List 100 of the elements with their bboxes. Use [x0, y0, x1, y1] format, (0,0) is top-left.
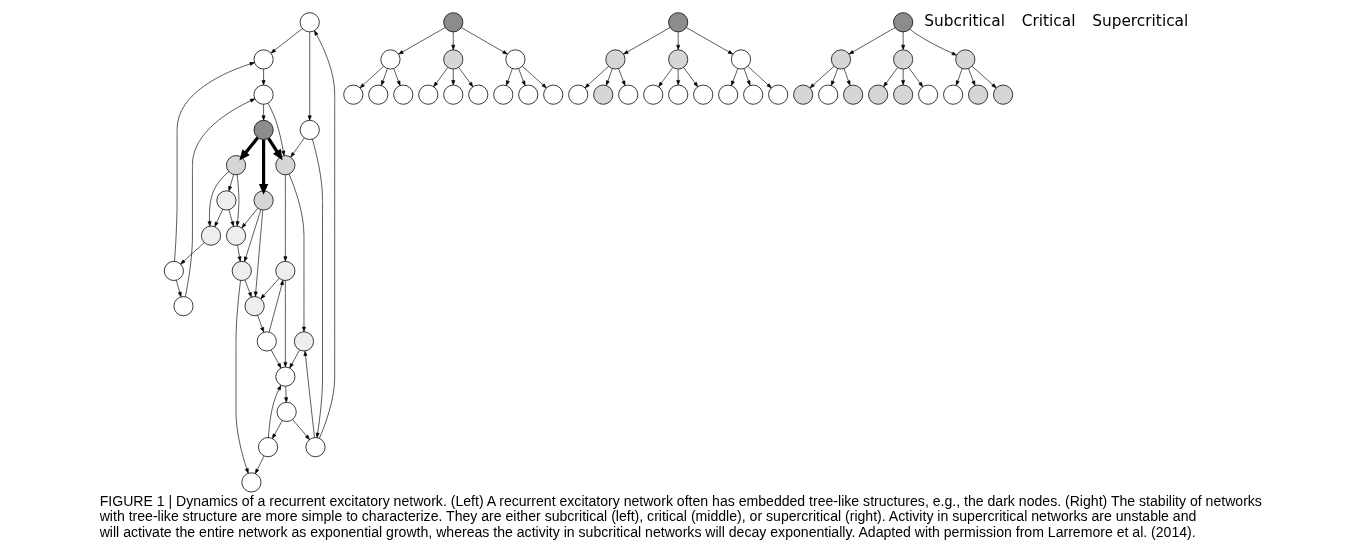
arrow: [235, 174, 240, 227]
node-circle: [231, 260, 252, 281]
arrow: [461, 27, 508, 55]
caption: FIGURE 1 | Dynamics of a recurrent excitatory network. (Left) A recurrent excitatory network often has embedded tree-like structures, e.g., the dark nodes. (Right) The stability of networks with tree-like structure are more simple to characterize. They are either subcritical (left), critical (middle), or supercritical (right). Activity in supercritical networks are unstable and will activate the entire network as exponential growth, whereas the activity in subcritical networks will decay exponentially. Adapted with permission from Larremore et al. (2014).: [99, 492, 1262, 540]
arrow: [268, 280, 284, 333]
arrow: [809, 66, 835, 89]
node-circle: [893, 12, 914, 33]
arrow: [747, 66, 772, 89]
arrow: [971, 66, 997, 89]
node-circle: [893, 84, 914, 105]
arrow: [393, 68, 401, 86]
arrow: [312, 138, 323, 438]
node-circle: [668, 49, 689, 70]
node-circle: [605, 49, 626, 70]
node-circle: [868, 84, 889, 105]
arrow: [214, 208, 223, 227]
arrow: [831, 68, 839, 86]
arrow: [244, 279, 252, 298]
node-circle: [393, 84, 414, 105]
arrow: [901, 31, 906, 50]
arrow: [228, 209, 235, 227]
arrow: [268, 385, 282, 438]
node-circle: [256, 331, 277, 352]
arrow: [284, 386, 289, 403]
arrow: [843, 68, 851, 86]
arrow: [261, 104, 266, 121]
arrow: [506, 68, 513, 86]
node-circle: [493, 84, 514, 105]
arrow: [451, 68, 456, 86]
arrow: [261, 68, 266, 86]
arrow: [606, 68, 613, 86]
arrow: [180, 242, 205, 265]
node-circle: [299, 12, 320, 33]
node-circle: [305, 437, 326, 458]
node-circle: [276, 401, 297, 422]
node-circle: [258, 437, 279, 458]
arrow: [241, 207, 259, 229]
arrow: [381, 68, 388, 86]
arrow: [260, 278, 280, 299]
arrow: [283, 174, 288, 262]
arrow: [618, 68, 626, 86]
arrow: [731, 68, 739, 86]
node-circle: [830, 49, 851, 70]
node-circle: [818, 84, 839, 105]
arrow: [686, 27, 734, 55]
node-circle: [201, 225, 222, 246]
node-circle: [253, 119, 274, 140]
arrow: [433, 67, 449, 87]
arrow: [288, 173, 306, 332]
node-circle: [443, 84, 464, 105]
node-circle: [299, 119, 320, 140]
node-circle: [593, 84, 614, 105]
arrow: [303, 350, 315, 438]
arrow: [207, 171, 230, 227]
arrow: [267, 137, 283, 161]
arrow: [283, 280, 288, 368]
node-circle: [380, 49, 401, 70]
arrow: [244, 209, 262, 262]
arrow: [255, 455, 265, 474]
arrow: [458, 67, 474, 87]
node-circle: [943, 84, 964, 105]
arrow: [909, 28, 957, 56]
arrow: [968, 68, 976, 86]
node-circle: [618, 84, 639, 105]
node-circle: [241, 472, 262, 493]
node-circle: [275, 260, 296, 281]
node-circle: [918, 84, 939, 105]
arrow: [743, 68, 751, 86]
node-circle: [216, 190, 237, 211]
arrow: [290, 137, 305, 158]
node-circle: [226, 155, 247, 176]
arrow: [174, 62, 255, 262]
arrow: [292, 419, 310, 440]
arrow: [235, 280, 249, 474]
node-circle: [443, 49, 464, 70]
node-circle: [505, 49, 526, 70]
node-circle: [253, 84, 274, 105]
arrow: [908, 67, 924, 87]
node-circle: [668, 84, 689, 105]
arrow: [257, 315, 264, 333]
label: Critical: [1021, 12, 1076, 31]
node-circle: [443, 12, 464, 33]
arrow: [307, 31, 312, 121]
arrow: [522, 66, 547, 89]
node-circle: [731, 49, 751, 70]
node-circle: [693, 84, 714, 105]
arrow: [289, 349, 300, 369]
arrow: [314, 30, 336, 439]
node-circle: [293, 331, 314, 352]
node-circle: [955, 49, 976, 70]
arrow: [270, 28, 303, 54]
arrow: [228, 174, 234, 192]
arrow: [185, 98, 256, 297]
label: Supercritical: [1092, 12, 1189, 31]
arrow: [518, 68, 526, 86]
node-circle: [643, 84, 664, 105]
node-circle: [893, 49, 914, 70]
node-circle: [718, 84, 739, 105]
node-circle: [843, 84, 864, 105]
node-circle: [275, 366, 296, 387]
